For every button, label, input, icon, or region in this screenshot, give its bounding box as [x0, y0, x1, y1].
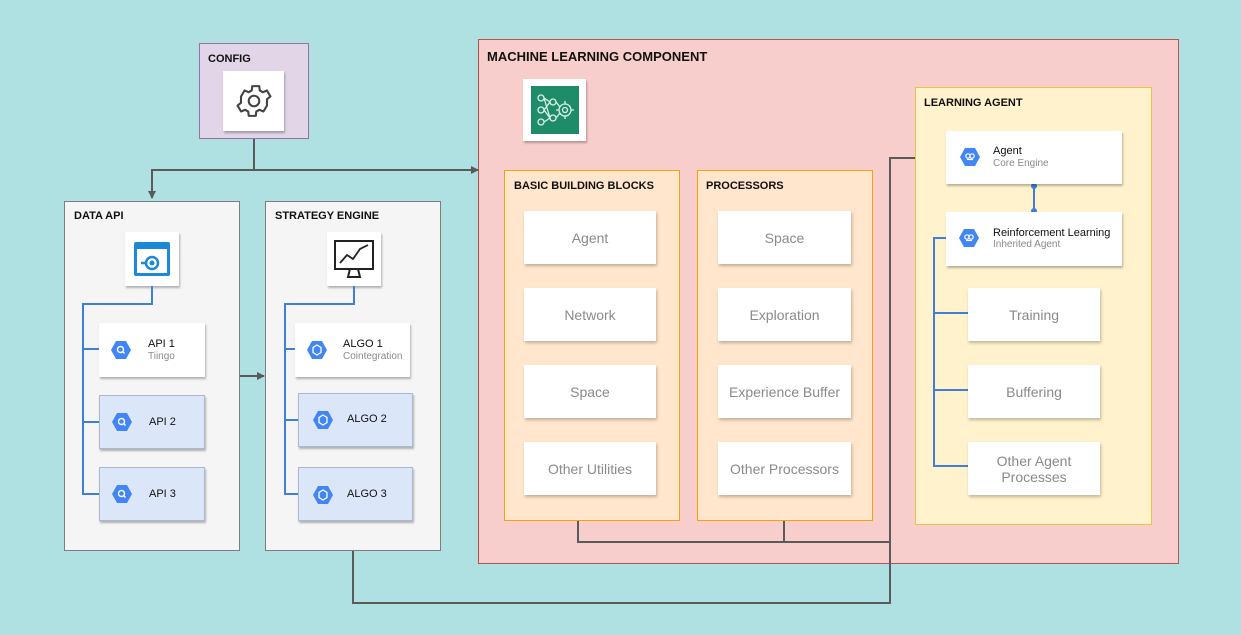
query-hex-icon	[111, 341, 131, 359]
agent-buffering[interactable]: Buffering	[968, 365, 1100, 418]
api-1-subtitle: Tiingo	[148, 351, 175, 362]
api-2-card[interactable]: API 2	[99, 395, 205, 449]
processor-other[interactable]: Other Processors	[718, 442, 851, 495]
strategy-engine-title: STRATEGY ENGINE	[275, 210, 380, 222]
config-connector	[148, 138, 255, 199]
algo-1-subtitle: Cointegration	[343, 351, 403, 362]
brain-hex-icon	[959, 229, 979, 247]
processor-experience-buffer[interactable]: Experience Buffer	[718, 365, 851, 418]
neural-network-icon[interactable]	[523, 79, 586, 141]
block-space[interactable]: Space	[524, 365, 656, 418]
brain-hex-icon	[960, 148, 980, 166]
data-api-title: DATA API	[74, 210, 124, 222]
rl-subtitle: Inherited Agent	[993, 239, 1061, 250]
agent-core-card[interactable]: Agent Core Engine	[946, 131, 1122, 184]
algo-3-title: ALGO 3	[347, 488, 387, 500]
basic-blocks-title: BASIC BUILDING BLOCKS	[514, 180, 654, 192]
algo-hex-icon	[313, 411, 333, 429]
algo-2-card[interactable]: ALGO 2	[298, 393, 413, 447]
ml-component-title: MACHINE LEARNING COMPONENT	[487, 49, 708, 64]
algo-1-title: ALGO 1	[343, 338, 383, 350]
processors-title: PROCESSORS	[706, 180, 784, 192]
api-1-title: API 1	[148, 338, 175, 350]
algo-hex-icon	[307, 341, 327, 359]
agent-subtitle: Core Engine	[993, 158, 1049, 169]
agent-other-processes[interactable]: Other Agent Processes	[968, 442, 1100, 495]
rl-title: Reinforcement Learning	[993, 227, 1111, 239]
learning-agent-title: LEARNING AGENT	[924, 97, 1023, 109]
block-other-utilities[interactable]: Other Utilities	[524, 442, 656, 495]
algo-3-card[interactable]: ALGO 3	[298, 467, 413, 521]
processor-space[interactable]: Space	[718, 211, 851, 264]
api-2-title: API 2	[149, 416, 176, 428]
block-network[interactable]: Network	[524, 288, 656, 341]
api-3-card[interactable]: API 3	[99, 467, 205, 521]
gear-icon[interactable]	[223, 71, 284, 131]
reinforcement-learning-card[interactable]: Reinforcement Learning Inherited Agent	[946, 212, 1122, 266]
api-1-card[interactable]: API 1 Tiingo	[99, 323, 205, 377]
processor-exploration[interactable]: Exploration	[718, 288, 851, 341]
chart-monitor-icon[interactable]	[327, 232, 381, 286]
query-hex-icon	[112, 485, 132, 503]
api-3-title: API 3	[149, 488, 176, 500]
algo-2-title: ALGO 2	[347, 413, 387, 425]
query-hex-icon	[112, 413, 132, 431]
agent-training[interactable]: Training	[968, 288, 1100, 341]
config-title: CONFIG	[208, 53, 251, 65]
algo-hex-icon	[313, 486, 333, 504]
agent-title: Agent	[993, 145, 1022, 157]
api-icon[interactable]	[125, 232, 179, 286]
block-agent[interactable]: Agent	[524, 211, 656, 264]
algo-1-card[interactable]: ALGO 1 Cointegration	[295, 323, 410, 377]
